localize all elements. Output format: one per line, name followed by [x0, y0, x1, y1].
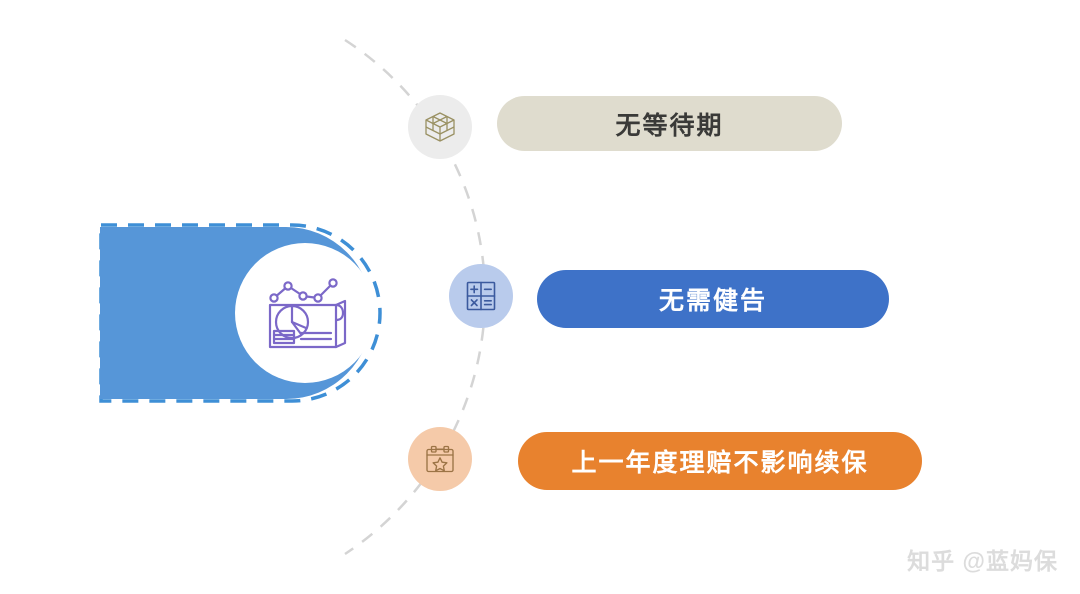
calendar-star-icon	[426, 445, 454, 473]
feature-pill-claims-no-renewal-impact[interactable]: 上一年度理赔不影响续保	[518, 432, 922, 490]
feature-node-no-health-declaration[interactable]	[449, 264, 513, 328]
hero-icon-circle	[235, 243, 375, 383]
feature-pill-label: 上一年度理赔不影响续保	[571, 449, 869, 477]
feature-pill-label: 无等待期	[615, 111, 724, 140]
feature-pill-no-waiting-period[interactable]: 无等待期	[497, 96, 842, 151]
calculator-icon	[466, 281, 496, 311]
feature-node-no-waiting-period[interactable]	[408, 95, 472, 159]
report-chart-icon	[268, 278, 347, 349]
watermark: 知乎 @蓝妈保	[907, 548, 1058, 574]
feature-node-claims-no-renewal-impact[interactable]	[408, 427, 472, 491]
feature-pill-label: 无需健告	[658, 287, 767, 315]
cube-box-icon	[425, 112, 455, 142]
feature-pill-no-health-declaration[interactable]: 无需健告	[537, 270, 889, 328]
feature-hero-tag	[96, 222, 382, 404]
